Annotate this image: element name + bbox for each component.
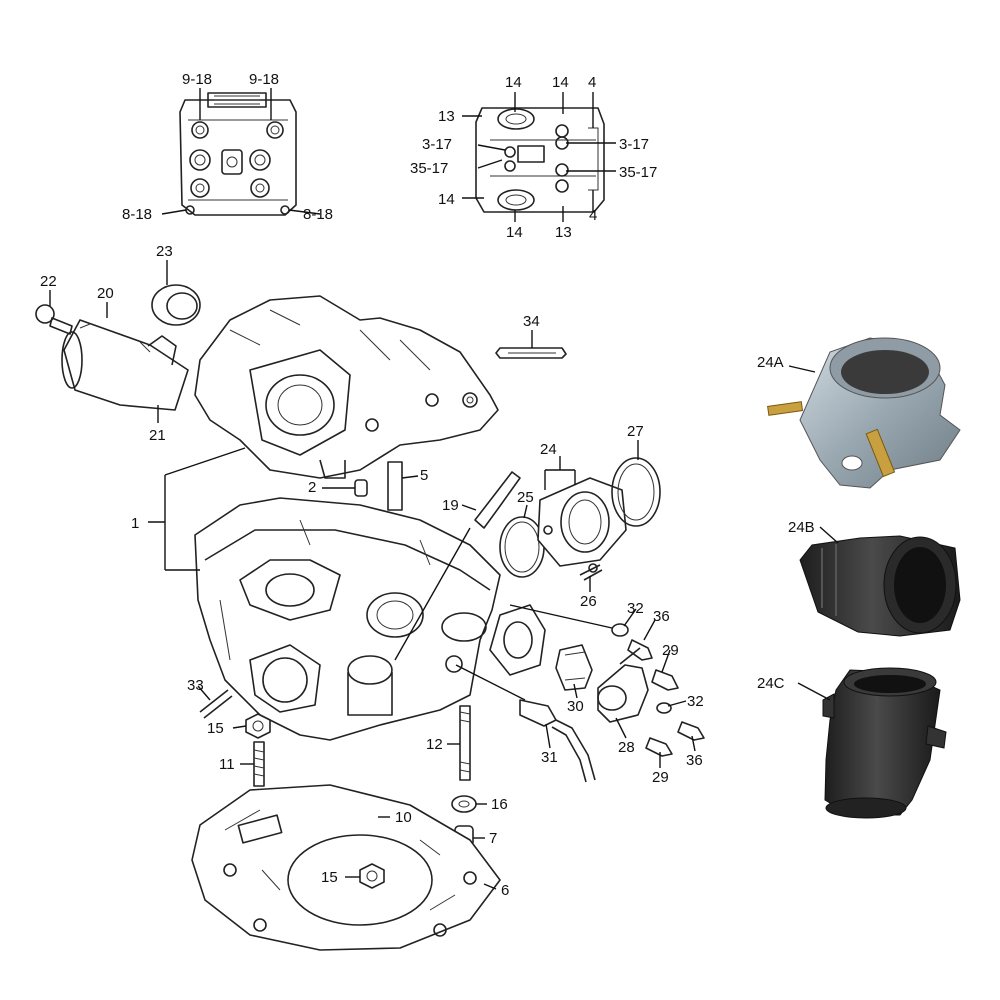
callout-label: 30	[567, 698, 584, 715]
callout-label: 8-18	[122, 206, 152, 223]
inset-head-top-view	[161, 88, 321, 216]
pin-34	[495, 347, 567, 359]
callout-label: 16	[491, 796, 508, 813]
stud-12	[459, 705, 471, 781]
sensor-31	[519, 699, 596, 783]
leader-line	[455, 664, 526, 701]
intake-manifold-24	[537, 456, 627, 567]
callout-label: 35-17	[410, 160, 448, 177]
sleeve-5	[387, 461, 419, 511]
bolt-22	[35, 304, 73, 335]
variant-label: 24C	[757, 675, 785, 692]
seal-ring-23	[151, 284, 201, 326]
sensor-30	[555, 644, 593, 691]
callout-label: 20	[97, 285, 114, 302]
callout-label: 29	[652, 769, 669, 786]
callout-label: 14	[438, 191, 455, 208]
callout-label: 5	[420, 467, 428, 484]
plug-16	[451, 795, 477, 813]
callout-label: 27	[627, 423, 644, 440]
callout-label: 32	[627, 600, 644, 617]
valve-cover	[194, 295, 499, 479]
variant-label: 24A	[757, 354, 784, 371]
cap-20	[61, 319, 189, 411]
callout-label: 2	[308, 479, 316, 496]
washer-32b	[656, 702, 672, 714]
callout-label: 13	[438, 108, 455, 125]
callout-label: 12	[426, 736, 443, 753]
callout-label: 8-18	[303, 206, 333, 223]
nut-15b	[359, 863, 385, 889]
callout-label: 11	[219, 756, 235, 773]
clamp-27	[611, 440, 661, 527]
inset-head-bottom-view	[462, 92, 616, 222]
variant-label: 24B	[788, 519, 815, 536]
bolt-29b	[645, 737, 673, 757]
callout-label: 26	[580, 593, 597, 610]
callout-label: 25	[517, 489, 534, 506]
leader-lines	[49, 260, 696, 890]
housing-28	[597, 647, 649, 723]
cylinder-head	[194, 497, 546, 741]
callout-label: 21	[149, 427, 166, 444]
callout-label: 3-17	[422, 136, 452, 153]
boot-24c-image	[797, 667, 947, 819]
callout-label: 1	[131, 515, 139, 532]
callout-label: 9-18	[182, 71, 212, 88]
callout-label: 31	[541, 749, 558, 766]
callout-label: 28	[618, 739, 635, 756]
callout-label: 19	[442, 497, 459, 514]
callout-label: 15	[321, 869, 338, 886]
callout-label: 3-17	[619, 136, 649, 153]
callout-label: 7	[489, 830, 497, 847]
callout-label: 36	[686, 752, 703, 769]
nut-15a	[245, 713, 271, 739]
head-gasket-6	[191, 784, 501, 951]
callout-label: 22	[40, 273, 57, 290]
callout-label: 15	[207, 720, 224, 737]
callout-label: 10	[395, 809, 412, 826]
callout-label: 14	[505, 74, 522, 91]
callout-label: 35-17	[619, 164, 657, 181]
callout-label: 14	[552, 74, 569, 91]
manifold-24a-image	[767, 337, 961, 489]
washer-32a	[611, 623, 629, 637]
spark-plug-19	[394, 471, 521, 661]
callout-label: 34	[523, 313, 540, 330]
callout-label: 13	[555, 224, 572, 241]
bolt-36a	[627, 639, 653, 661]
boot-24b-image	[799, 526, 961, 637]
stud-11	[253, 741, 265, 787]
leader-line	[509, 604, 613, 629]
callout-label: 14	[506, 224, 523, 241]
callout-label: 33	[187, 677, 204, 694]
bracket-1	[148, 447, 246, 571]
bolt-26	[579, 563, 603, 581]
callout-label: 23	[156, 243, 173, 260]
dowel-2	[322, 479, 368, 497]
bolt-29a	[651, 669, 679, 691]
callout-label: 9-18	[249, 71, 279, 88]
callout-label: 6	[501, 882, 509, 899]
o-ring-25	[499, 504, 545, 578]
callout-label: 4	[588, 74, 596, 91]
callout-label: 24	[540, 441, 557, 458]
callout-label: 29	[662, 642, 679, 659]
callout-label: 32	[687, 693, 704, 710]
bolt-36b	[677, 721, 705, 741]
callout-label: 4	[589, 207, 597, 224]
callout-label: 36	[653, 608, 670, 625]
stud-33	[199, 689, 233, 719]
